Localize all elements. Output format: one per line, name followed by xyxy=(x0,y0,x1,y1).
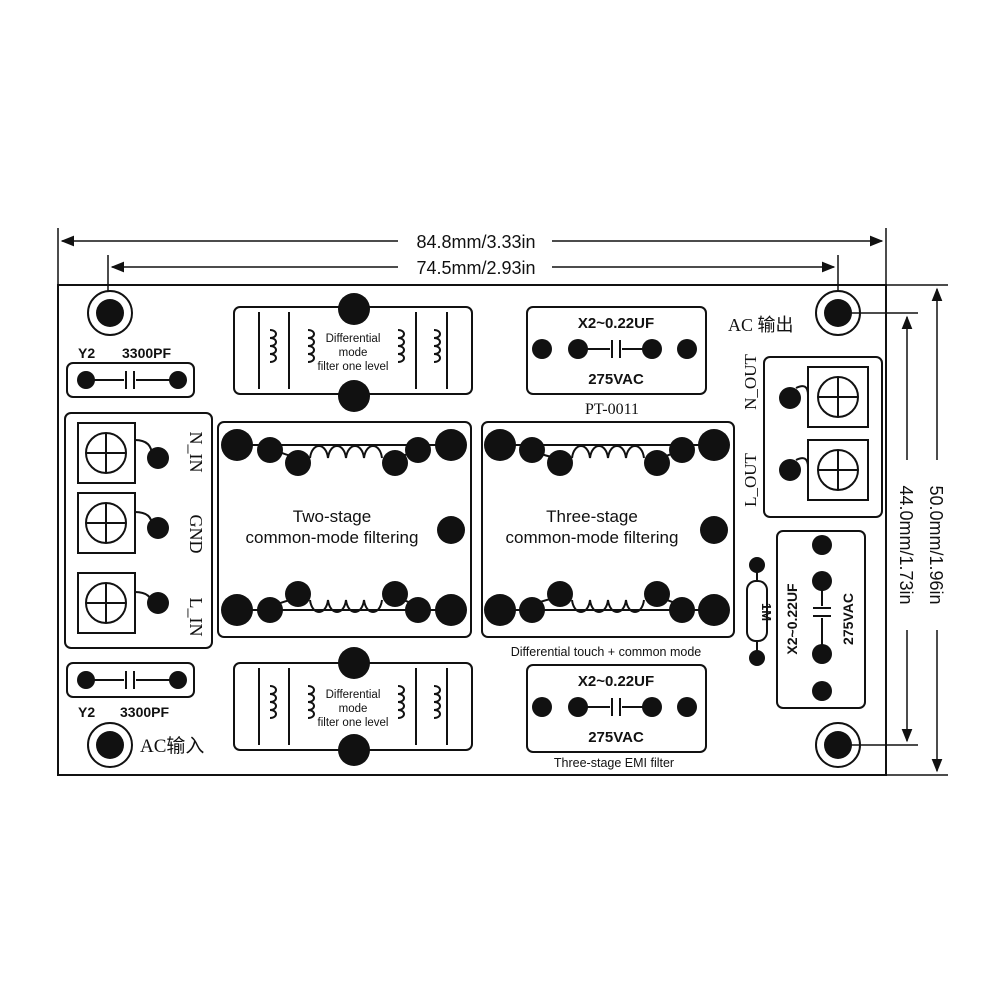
ac-out-label: AC 输出 xyxy=(728,315,794,335)
diff-mode-filter-top xyxy=(233,293,473,412)
y2-top-type: Y2 xyxy=(78,345,95,361)
terminal-label-gnd: GND xyxy=(186,515,206,554)
terminal-label-l-in: L_IN xyxy=(186,598,206,637)
y2-top-capacitor xyxy=(66,362,195,398)
part-number: PT-0011 xyxy=(585,401,639,418)
two-stage-line-2: common-mode filtering xyxy=(246,528,419,547)
x2-top-capacitor xyxy=(526,306,707,395)
terminal-label-n-in: N_IN xyxy=(186,432,206,473)
three-stage-line-2: common-mode filtering xyxy=(506,528,679,547)
two-stage-cm-filter xyxy=(217,421,472,638)
caption-emi: Three-stage EMI filter xyxy=(554,756,674,770)
resistor-value: 1M xyxy=(759,603,774,621)
three-stage-cm-filter xyxy=(481,421,735,638)
caption-diff-common: Differential touch + common mode xyxy=(511,645,702,659)
x2-right-voltage: 275VAC xyxy=(840,593,856,645)
mounting-hole-top-left xyxy=(87,290,133,336)
resistor-1m xyxy=(746,557,768,666)
diff-top-line-3: filter one level xyxy=(318,361,389,373)
three-stage-line-1: Three-stage xyxy=(546,507,638,526)
x2-right-value: X2~0.22UF xyxy=(784,583,800,655)
dim-overall-width: 84.8mm/3.33in xyxy=(416,232,535,252)
x2-top-value: X2~0.22UF xyxy=(578,315,654,332)
terminal-label-n-out: N_OUT xyxy=(741,354,760,410)
diff-bottom-line-2: mode xyxy=(339,703,368,715)
input-terminal-block xyxy=(64,412,213,649)
terminal-label-l-out: L_OUT xyxy=(741,452,760,506)
y2-bottom-value: 3300PF xyxy=(120,704,169,720)
output-terminal-block xyxy=(763,356,883,518)
diff-mode-filter-bottom xyxy=(233,647,473,766)
dim-hole-height: 44.0mm/1.73in xyxy=(896,485,916,604)
x2-right-capacitor xyxy=(776,530,866,709)
y2-bottom-capacitor xyxy=(66,662,195,698)
diff-top-line-1: Differential xyxy=(326,333,381,345)
board-outline xyxy=(57,284,887,776)
dim-hole-width: 74.5mm/2.93in xyxy=(416,258,535,278)
mounting-hole-bottom-left xyxy=(87,722,133,768)
x2-bottom-voltage: 275VAC xyxy=(588,729,644,746)
mounting-hole-bottom-right xyxy=(815,722,861,768)
diff-top-line-2: mode xyxy=(339,347,368,359)
ac-in-label: AC输入 xyxy=(140,735,204,757)
x2-bottom-capacitor xyxy=(526,664,707,753)
diff-bottom-line-3: filter one level xyxy=(318,717,389,729)
y2-top-value: 3300PF xyxy=(122,345,171,361)
dim-overall-height: 50.0mm/1.96in xyxy=(926,485,946,604)
two-stage-line-1: Two-stage xyxy=(293,507,371,526)
diff-bottom-line-1: Differential xyxy=(326,689,381,701)
x2-top-voltage: 275VAC xyxy=(588,371,644,388)
mounting-hole-top-right xyxy=(815,290,861,336)
y2-bottom-type: Y2 xyxy=(78,704,95,720)
x2-bottom-value: X2~0.22UF xyxy=(578,673,654,690)
